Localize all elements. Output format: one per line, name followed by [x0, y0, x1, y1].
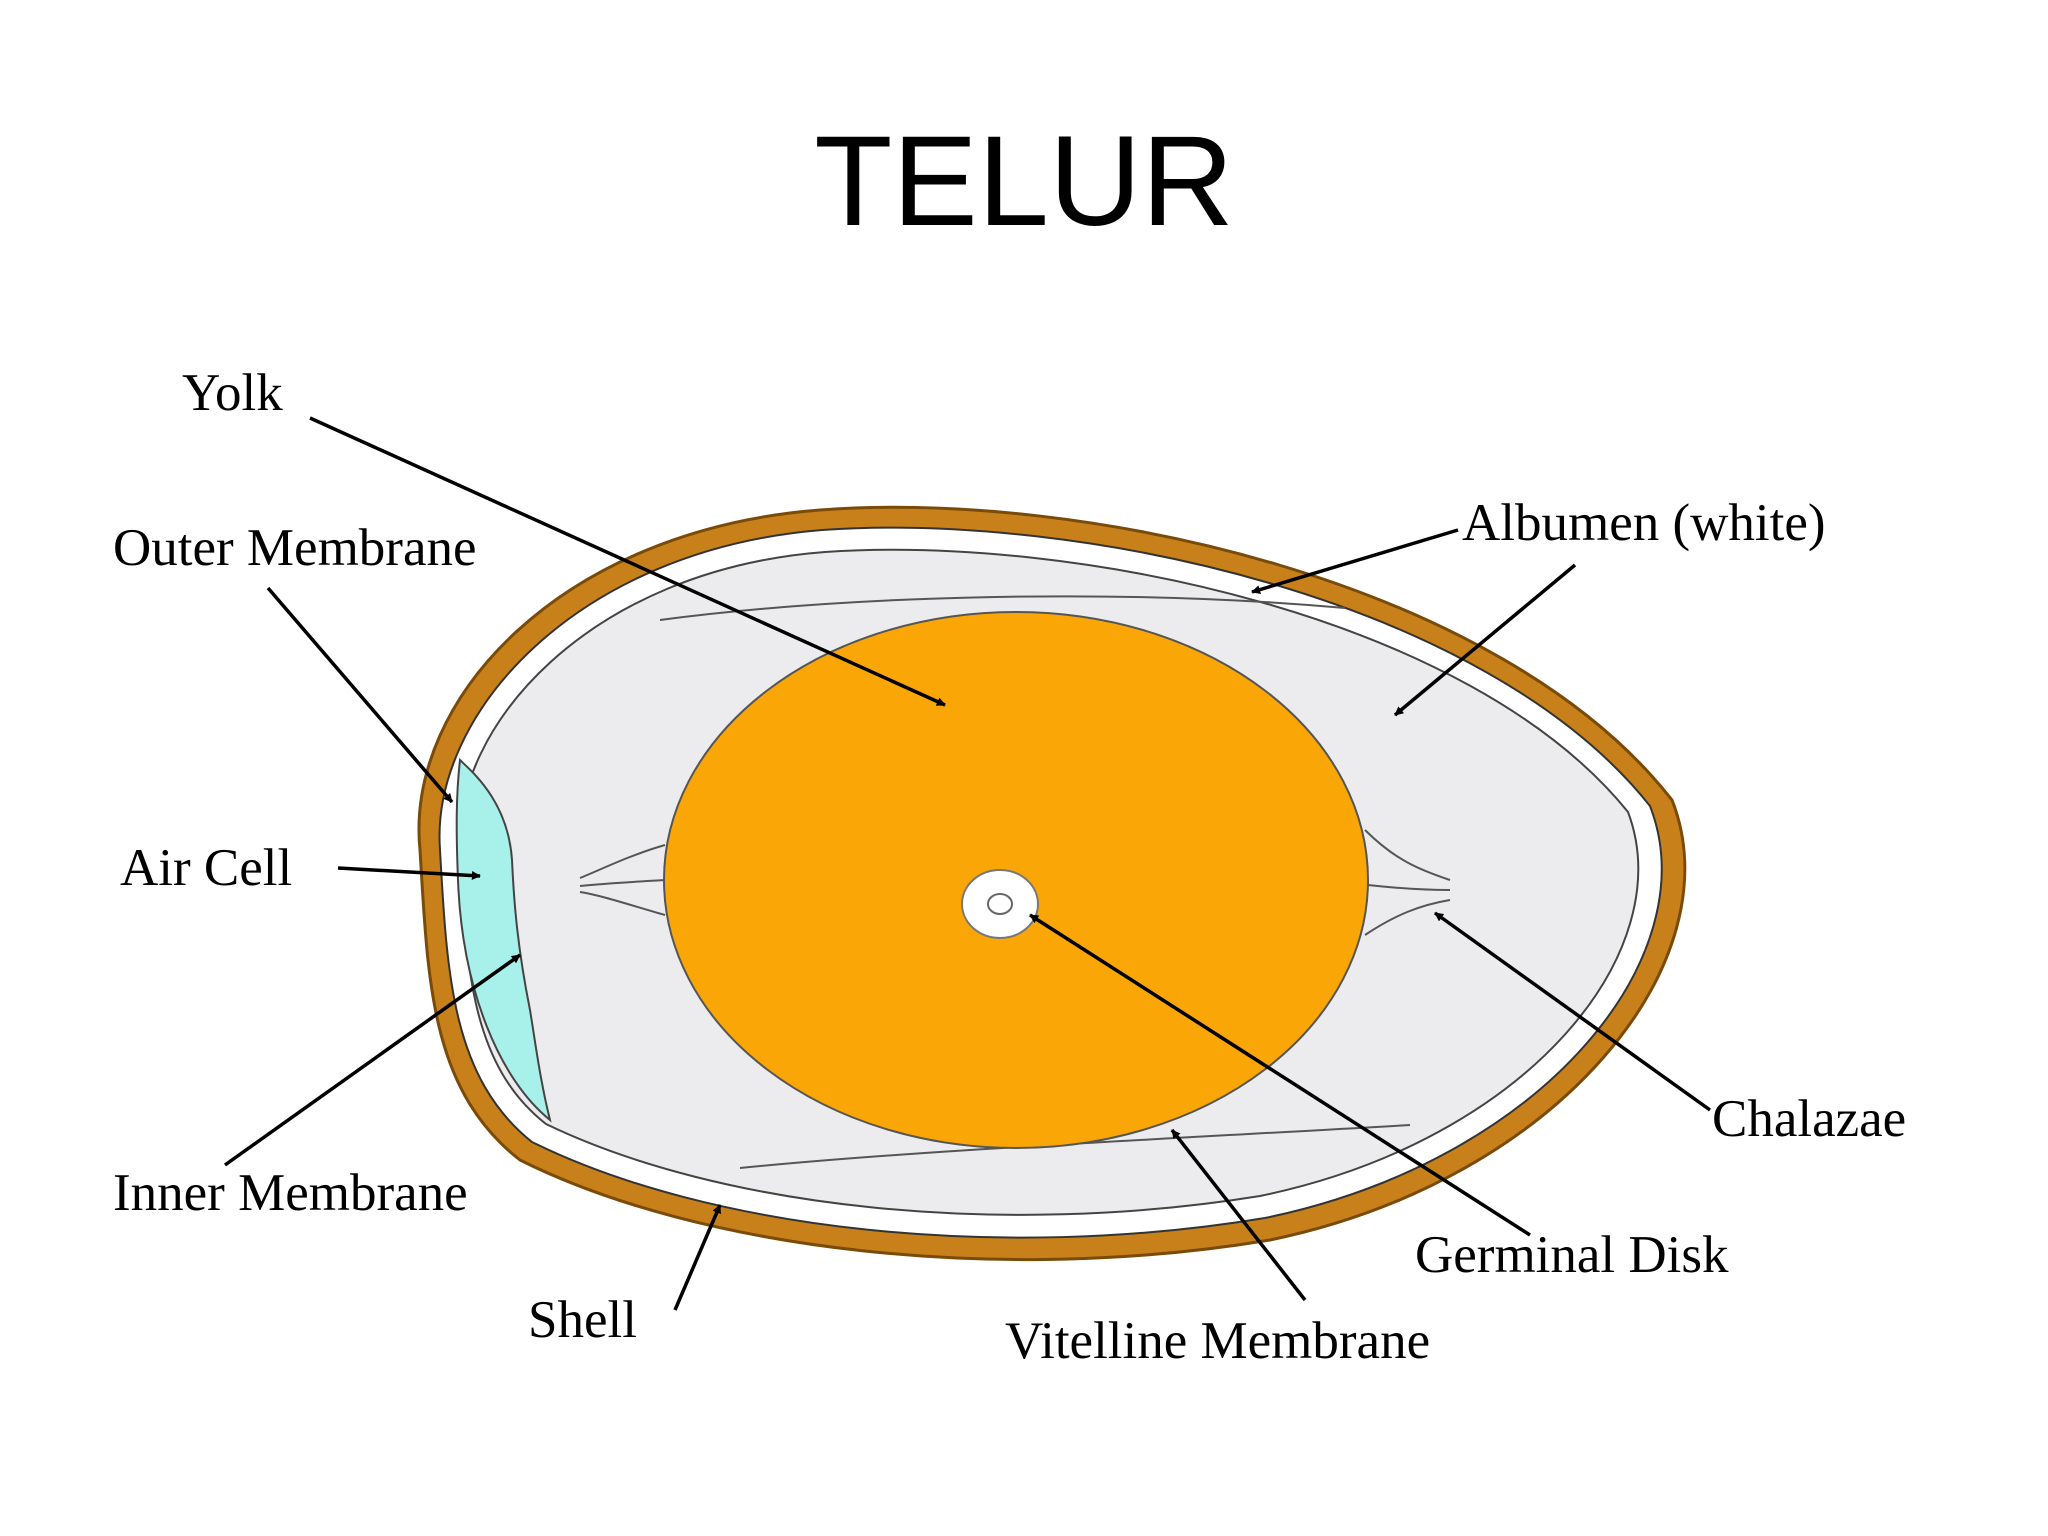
chalaza-left: [579, 844, 666, 916]
yolk-arrow: [309, 416, 946, 707]
egg-air-cell: [455, 757, 552, 1123]
outer-membrane-arrow: [266, 586, 454, 804]
albumen-arrow: [1251, 528, 1459, 594]
chalaza-right: [1364, 829, 1451, 936]
label-germinal-disk: Germinal Disk: [1415, 1226, 1729, 1284]
vitelline-membrane-arrow: [1170, 1128, 1307, 1302]
label-albumen: Albumen (white): [1462, 494, 1826, 552]
germinal-disk-center-icon: [987, 893, 1013, 915]
page-title: TELUR: [814, 110, 1234, 253]
label-outer-membrane: Outer Membrane: [113, 519, 477, 577]
label-yolk: Yolk: [182, 364, 283, 422]
dense-albumen-top: [659, 595, 1346, 621]
air-cell-arrow: [337, 866, 481, 881]
label-shell: Shell: [528, 1291, 637, 1349]
label-vitelline-membrane: Vitelline Membrane: [1005, 1312, 1430, 1370]
label-air-cell: Air Cell: [120, 839, 292, 897]
label-chalazae: Chalazae: [1712, 1090, 1906, 1148]
germinal-disk-arrow: [1029, 913, 1531, 1237]
label-inner-membrane: Inner Membrane: [113, 1164, 468, 1222]
shell-arrow: [673, 1204, 722, 1311]
albumen-inner-arrow: [1393, 563, 1577, 717]
inner-membrane-arrow: [223, 953, 522, 1167]
germinal-disk-icon: [961, 869, 1039, 939]
chalazae-arrow: [1433, 911, 1712, 1112]
